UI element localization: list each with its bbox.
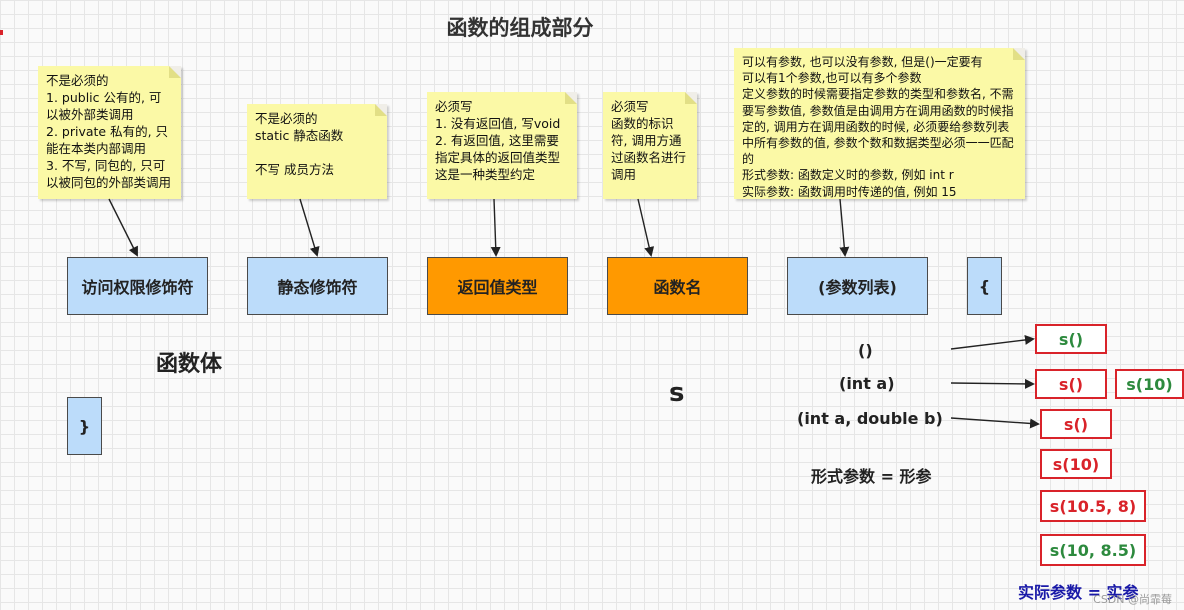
call-box-s-empty: s() — [1035, 324, 1107, 354]
call-box-s-empty-error-2: s() — [1040, 409, 1112, 439]
close-brace-box: } — [67, 397, 102, 455]
call-box-s-empty-error: s() — [1035, 369, 1107, 399]
note-access-modifier: 不是必须的 1. public 公有的, 可以被外部类调用 2. private… — [38, 66, 181, 199]
call-box-s-10: s(10) — [1115, 369, 1184, 399]
arrow-access — [108, 198, 138, 257]
static-modifier-box: 静态修饰符 — [247, 257, 388, 315]
note-parameter-list: 可以有参数, 也可以没有参数, 但是()一定要有 可以有1个参数,也可以有多个参… — [734, 48, 1025, 199]
arrow-return — [490, 198, 501, 257]
arrow-sig-1 — [950, 335, 1035, 350]
function-name-box: 函数名 — [607, 257, 748, 315]
arrow-name — [637, 198, 655, 257]
note-function-name: 必须写 函数的标识符, 调用方通过函数名进行调用 — [603, 92, 697, 199]
access-modifier-box: 访问权限修饰符 — [67, 257, 208, 315]
actual-parameter-label: 实际参数 = 实参 — [1018, 583, 1139, 602]
call-box-s-10-8-5: s(10, 8.5) — [1040, 534, 1146, 566]
function-body-label: 函数体 — [156, 352, 223, 377]
call-box-s-10-5-8-error: s(10.5, 8) — [1040, 490, 1146, 522]
edge-marker — [0, 30, 3, 35]
arrow-sig-2 — [950, 378, 1035, 389]
arrow-params — [839, 198, 850, 257]
note-return-type: 必须写 1. 没有返回值, 写void 2. 有返回值, 这里需要指定具体的返回… — [427, 92, 577, 199]
signature-int-double-params: (int a, double b) — [797, 409, 943, 428]
signature-no-params: () — [858, 341, 873, 360]
diagram-title: 函数的组成部分 — [446, 16, 594, 40]
call-box-s-10-error: s(10) — [1040, 449, 1112, 479]
function-name-symbol: s — [669, 378, 685, 408]
note-static-modifier: 不是必须的 static 静态函数 不写 成员方法 — [247, 104, 387, 199]
signature-int-param: (int a) — [839, 374, 895, 393]
arrow-static — [299, 198, 320, 257]
watermark: CSDN @尚霏莓 — [1093, 593, 1172, 606]
open-brace-box: { — [967, 257, 1002, 315]
formal-parameter-label: 形式参数 = 形参 — [811, 467, 932, 486]
parameter-list-box: (参数列表) — [787, 257, 928, 315]
return-type-box: 返回值类型 — [427, 257, 568, 315]
arrow-sig-3 — [950, 417, 1040, 429]
